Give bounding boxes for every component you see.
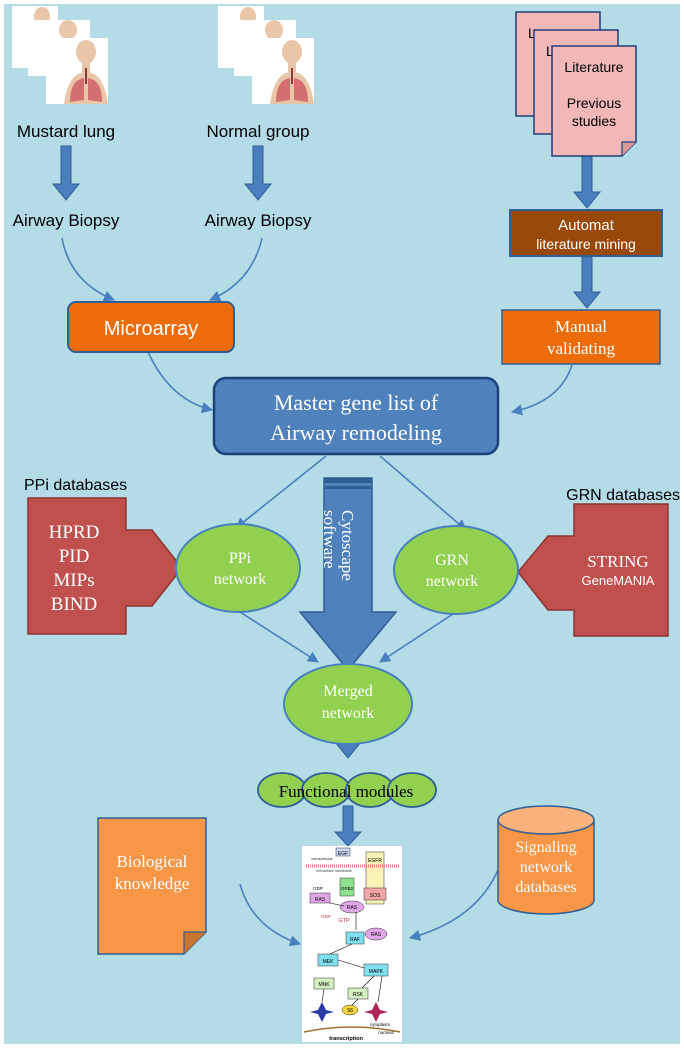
normal-group-images — [218, 6, 314, 104]
svg-text:cytoplasm: cytoplasm — [370, 1022, 391, 1027]
merged-network-node — [283, 663, 413, 745]
svg-text:nucleus: nucleus — [378, 1030, 394, 1035]
arrow-down — [51, 145, 81, 201]
svg-text:EGF: EGF — [338, 851, 348, 857]
merged-label: Merged — [323, 683, 372, 700]
biological-knowledge-document: Biological knowledge — [97, 817, 207, 955]
svg-text:RAS: RAS — [371, 932, 382, 938]
signaling-label: Signaling — [515, 839, 576, 856]
literature-label: Literature — [564, 59, 623, 75]
lung-anatomy-image — [46, 38, 108, 104]
airway-biopsy-right: Airway Biopsy — [205, 211, 312, 230]
svg-text:cell surface membrane: cell surface membrane — [316, 869, 351, 873]
string-label: STRING — [587, 552, 648, 571]
biological-label: Biological — [117, 852, 188, 871]
svg-text:MAPK: MAPK — [369, 969, 384, 975]
knowledge-label: knowledge — [115, 874, 190, 893]
functional-modules: Functional modules — [257, 772, 437, 808]
svg-text:L: L — [528, 25, 536, 41]
studies-label: studies — [572, 113, 616, 129]
hprd-label: HPRD — [49, 522, 100, 543]
connector — [379, 611, 457, 663]
microarray-label: Microarray — [104, 318, 198, 340]
grn-databases-title: GRN databases — [566, 487, 680, 504]
signaling-pathway-image: EGF EGFR extracellular cell surface memb… — [302, 846, 402, 1042]
svg-text:RAF: RAF — [350, 937, 360, 943]
curved-connectors — [61, 237, 573, 947]
ppi-network-label: network — [214, 571, 266, 588]
connector — [510, 364, 573, 416]
microarray-box — [67, 301, 235, 353]
cytoscape-label: Cytoscape — [338, 510, 357, 581]
signaling-databases-cylinder: Signaling network databases — [497, 805, 595, 915]
connector — [379, 455, 467, 531]
connector — [239, 883, 302, 947]
svg-text:transcription: transcription — [329, 1036, 363, 1042]
functional-modules-label: Functional modules — [279, 782, 414, 801]
arrow-down — [243, 145, 273, 201]
manual-validating-box — [501, 309, 661, 365]
literature-mining-box — [509, 209, 663, 257]
ppi-databases-arrow: HPRD PID MIPs BIND — [27, 497, 183, 635]
master-line1: Master gene list of — [274, 390, 439, 415]
svg-text:MNK: MNK — [318, 982, 330, 988]
down-arrows — [51, 145, 602, 847]
bind-label: BIND — [51, 594, 97, 615]
connector — [239, 611, 319, 663]
connector — [147, 351, 214, 414]
network-label: network — [520, 859, 572, 876]
software-label: software — [320, 510, 339, 569]
svg-text:MEK: MEK — [323, 959, 335, 965]
automat-label: Automat — [558, 217, 615, 234]
genemania-label: GeneMANIA — [582, 573, 655, 588]
ppi-databases-title: PPi databases — [24, 477, 127, 494]
ppi-label: PPi — [229, 550, 252, 567]
master-line2: Airway remodeling — [270, 420, 442, 445]
normal-group-label: Normal group — [207, 122, 310, 141]
network-connectors — [235, 455, 467, 663]
svg-text:GDP: GDP — [321, 914, 331, 919]
cytoscape-arrow: Cytoscape software — [298, 477, 398, 672]
airway-biopsy-left: Airway Biopsy — [13, 211, 120, 230]
mips-label: MIPs — [53, 570, 94, 591]
connector — [208, 237, 263, 302]
svg-text:RSK: RSK — [353, 992, 364, 998]
manual-label: Manual — [555, 317, 607, 336]
svg-text:EGFR: EGFR — [368, 858, 382, 864]
mustard-lung-label: Mustard lung — [17, 122, 115, 141]
merged-network-label: network — [322, 705, 374, 722]
svg-text:RAS: RAS — [315, 897, 326, 903]
databases-label: databases — [515, 879, 576, 896]
mustard-lung-images — [12, 6, 108, 104]
grn-databases-arrow: STRING GeneMANIA — [517, 503, 669, 637]
svg-text:GRB2: GRB2 — [341, 886, 354, 891]
grn-label: GRN — [435, 552, 469, 569]
literature-mining-label: literature mining — [536, 236, 636, 252]
svg-text:RAS: RAS — [347, 905, 358, 911]
svg-text:GTP: GTP — [338, 918, 350, 924]
literature-documents: L L Literature Previous studies — [515, 11, 637, 157]
arrow-down — [572, 256, 602, 309]
arrow-down — [333, 805, 363, 847]
connector — [408, 869, 499, 941]
previous-label: Previous — [567, 95, 621, 111]
master-gene-list-box — [212, 376, 500, 456]
connector — [61, 237, 116, 302]
validating-label: validating — [547, 339, 615, 358]
svg-text:SOS: SOS — [370, 893, 381, 899]
grn-network-label: network — [426, 573, 478, 590]
grn-network-node — [393, 525, 519, 615]
svg-text:extracellular: extracellular — [311, 856, 333, 861]
lung-anatomy-image — [252, 38, 314, 104]
svg-text:GDP: GDP — [313, 886, 323, 891]
svg-text:L: L — [546, 43, 554, 59]
arrow-down — [572, 149, 602, 209]
connector — [235, 455, 327, 529]
svg-text:S6: S6 — [347, 1008, 353, 1014]
ppi-network-node — [175, 523, 301, 613]
pid-label: PID — [59, 546, 90, 567]
